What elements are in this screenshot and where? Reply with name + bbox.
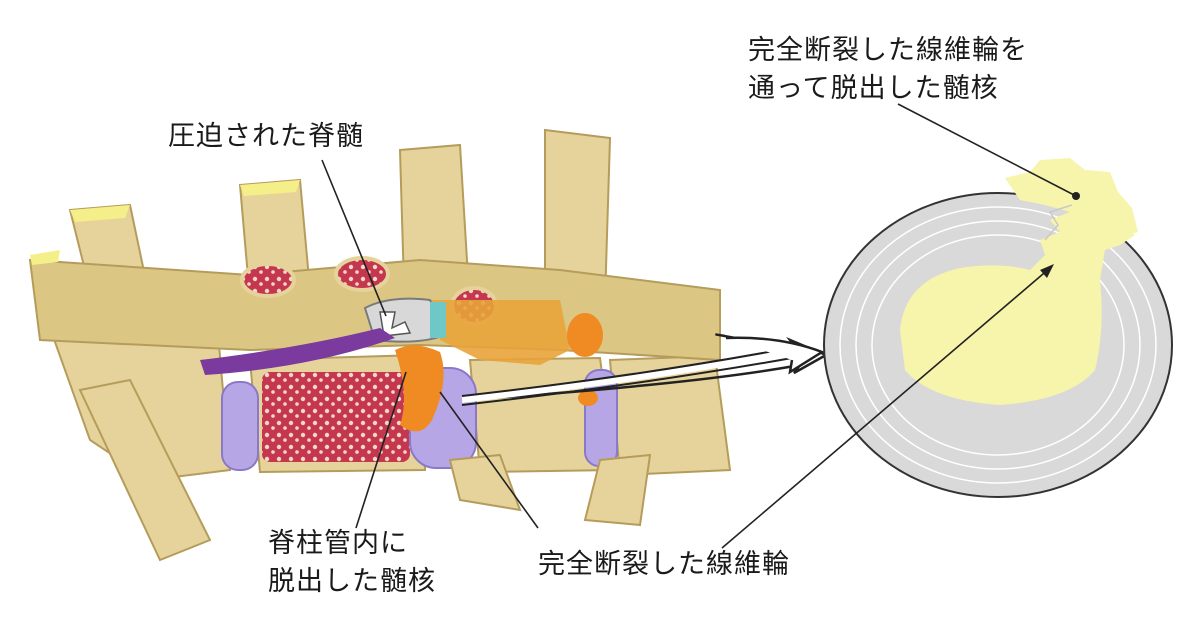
leader-torn-annulus bbox=[439, 391, 539, 529]
zoom-arrow bbox=[461, 333, 829, 406]
leader-compressed-cord bbox=[321, 159, 387, 317]
disc-1 bbox=[221, 381, 259, 471]
ligament bbox=[430, 300, 570, 365]
disc-cross-section bbox=[823, 158, 1173, 498]
herniated-nucleus-canal bbox=[395, 345, 444, 432]
label-herniation-into-canal-line-1: 脊柱管内に bbox=[268, 528, 408, 559]
label-herniation-into-canal-line-2: 脱出した髄核 bbox=[268, 566, 436, 597]
label-compressed-spinal-cord: 圧迫された脊髄 bbox=[168, 121, 364, 152]
inferior-process-far bbox=[583, 453, 652, 527]
leader-dot-extruded bbox=[1072, 192, 1080, 200]
tear-line bbox=[1044, 204, 1073, 241]
pedicle-section-2 bbox=[334, 256, 390, 292]
leader-lines bbox=[321, 103, 1077, 549]
pedicle-section-1 bbox=[240, 262, 296, 298]
leader-torn-annulus-disc bbox=[721, 267, 1051, 549]
label-herniation-into-canal: 脊柱管内に 脱出した髄核 bbox=[268, 525, 436, 601]
leader-extruded bbox=[897, 103, 1077, 197]
label-extruded-nucleus-line-2: 通って脱出した髄核 bbox=[748, 73, 999, 104]
nerve-root bbox=[200, 328, 395, 375]
process-tip-1 bbox=[70, 205, 130, 222]
process-tip-3 bbox=[30, 250, 60, 265]
label-torn-annulus: 完全断裂した線維輪 bbox=[538, 549, 790, 580]
annulus-ring-1 bbox=[839, 206, 1157, 484]
ligament-small bbox=[567, 313, 603, 357]
extruded-nucleus bbox=[1005, 158, 1138, 238]
annulus-ring-3 bbox=[871, 234, 1125, 456]
process-tip-2 bbox=[240, 180, 300, 196]
annulus-ring-2 bbox=[855, 220, 1141, 470]
inferior-process-right bbox=[448, 453, 522, 512]
arrowhead-disc bbox=[1040, 264, 1054, 278]
label-extruded-nucleus: 完全断裂した線維輪を 通って脱出した髄核 bbox=[748, 32, 1028, 108]
vertebral-column bbox=[28, 128, 732, 562]
nucleus-pulposus bbox=[900, 195, 1135, 405]
label-extruded-nucleus-line-1: 完全断裂した線維輪を bbox=[748, 35, 1028, 66]
cord-sheath bbox=[430, 302, 446, 338]
herniated-nucleus-disc bbox=[578, 390, 598, 406]
marrow-section bbox=[262, 372, 410, 462]
inferior-process-left bbox=[78, 378, 212, 562]
leader-canal-herniation bbox=[355, 371, 407, 529]
